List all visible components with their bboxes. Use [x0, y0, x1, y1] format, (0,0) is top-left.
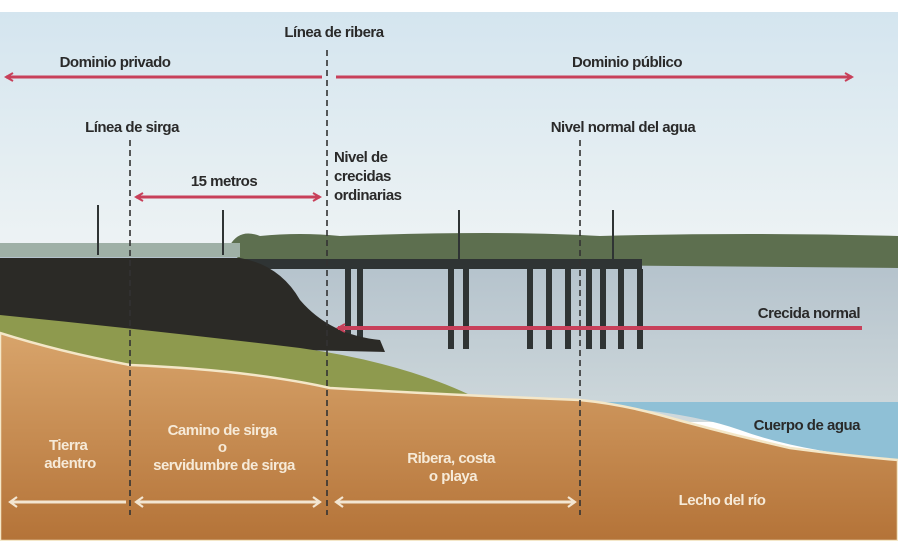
label-tierra-adentro: Tierra adentro — [44, 437, 96, 472]
label-dominio-publico: Dominio público — [572, 54, 682, 71]
label-linea-ribera: Línea de ribera — [284, 24, 384, 41]
top-border — [0, 0, 910, 12]
right-border — [898, 0, 910, 541]
label-nivel-crecidas: Nivel de crecidas ordinarias — [334, 149, 402, 204]
pier — [97, 205, 643, 349]
label-lecho-rio: Lecho del río — [679, 492, 766, 509]
far-shore — [0, 243, 240, 257]
ground — [0, 331, 900, 541]
label-linea-sirga: Línea de sirga — [85, 119, 180, 136]
label-crecida-normal: Crecida normal — [758, 305, 861, 322]
label-cuerpo-agua: Cuerpo de agua — [754, 417, 862, 434]
sky — [0, 12, 898, 252]
label-nivel-normal: Nivel normal del agua — [551, 119, 697, 136]
label-15-metros: 15 metros — [191, 173, 258, 190]
water-body — [590, 402, 898, 460]
label-camino-sirga: Camino de sirga o servidumbre de sirga — [153, 422, 296, 474]
rock-jetty — [0, 258, 385, 352]
label-ribera-costa: Ribera, costa o playa — [407, 450, 498, 485]
label-dominio-privado: Dominio privado — [60, 54, 171, 71]
